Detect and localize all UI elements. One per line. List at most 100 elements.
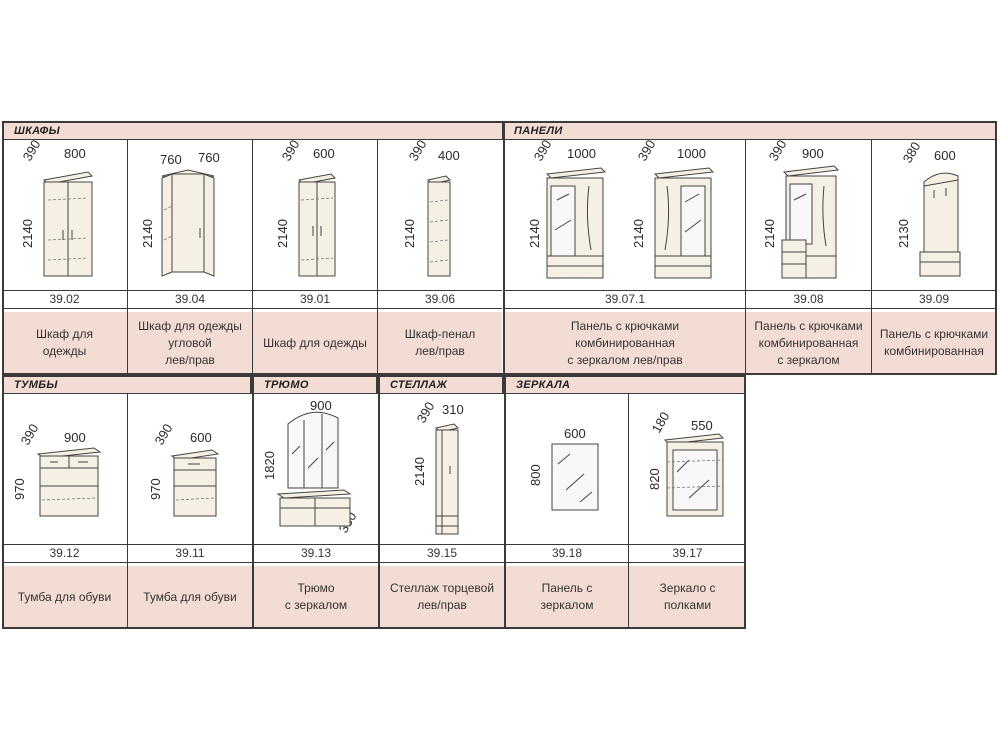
product-name: Панель с крючками комбинированная с зерк…: [505, 312, 745, 374]
dimension-height: 2140: [631, 219, 646, 248]
product-code: 39.01: [253, 290, 377, 309]
mirror-panel-drawing: 600 800: [528, 426, 599, 511]
dimension-depth: 390: [635, 140, 659, 164]
corner-wardrobe-drawing: 760 760 2140: [140, 150, 220, 277]
dimension-width: 400: [438, 148, 460, 163]
dimension-width: 800: [64, 146, 86, 161]
product-card-39-07-1: 390 1000 2140 390 1000 2140 39.07.1 Пане…: [505, 140, 745, 374]
dimension-width: 310: [442, 402, 464, 417]
product-card-39-08: 390 900 2140 39.08 Панель с крючками ком…: [746, 140, 871, 374]
product-card-39-09: 380 600 2130 39.09 Панель с крючками ком…: [872, 140, 996, 374]
product-card-39-04: 760 760 2140 39.04 Шкаф для одежды углов…: [128, 140, 252, 374]
divider: [504, 375, 506, 628]
product-card-39-18: 600 800 39.18 Панель с зеркалом: [506, 394, 628, 628]
dimension-height: 2140: [762, 219, 777, 248]
dimension-depth: 390: [152, 421, 176, 447]
product-code: 39.07.1: [505, 290, 745, 309]
product-code: 39.06: [378, 290, 502, 309]
section-header-tryumo: ТРЮМО: [252, 375, 378, 394]
product-code: 39.02: [2, 290, 127, 309]
section-header-tumby: ТУМБЫ: [2, 375, 252, 394]
dimension-height: 2140: [402, 219, 417, 248]
divider: [377, 140, 378, 374]
dimension-depth: 390: [766, 140, 790, 164]
product-name: Тумба для обуви: [2, 566, 127, 628]
dimension-depth: 390: [20, 140, 44, 164]
wardrobe-drawing: 390 800 2140: [20, 140, 94, 277]
dimension-width: 600: [934, 148, 956, 163]
product-code: 39.17: [629, 544, 746, 563]
dimension-width: 600: [313, 146, 335, 161]
product-name: Стеллаж торцевой лев/прав: [380, 566, 504, 628]
dimension-height: 820: [647, 468, 662, 490]
section-header-zerkala: ЗЕРКАЛА: [504, 375, 746, 394]
panel-with-hooks-drawing: 380 600 2130: [896, 140, 961, 277]
product-name: Панель с крючками комбинированная: [872, 312, 996, 374]
product-name: Трюмо с зеркалом: [254, 566, 378, 628]
dimension-width-right: 760: [198, 150, 220, 165]
product-code: 39.18: [506, 544, 628, 563]
section-header-paneli: ПАНЕЛИ: [502, 121, 997, 140]
product-name: Панель с зеркалом: [506, 566, 628, 628]
dimension-height: 970: [148, 478, 163, 500]
product-name: Тумба для обуви: [128, 566, 252, 628]
dimension-height: 2140: [140, 219, 155, 248]
product-code: 39.15: [380, 544, 504, 563]
dimension-width-left: 760: [160, 152, 182, 167]
dimension-width: 600: [564, 426, 586, 441]
product-card-39-17: 180 550 820 39.17 Зеркало с полками: [629, 394, 746, 628]
wardrobe-drawing: 390 600 2140: [275, 140, 337, 277]
product-code: 39.09: [872, 290, 996, 309]
product-code: 39.08: [746, 290, 871, 309]
divider: [378, 375, 380, 628]
dimension-width: 1000: [567, 146, 596, 161]
pencil-case-drawing: 390 400 2140: [402, 140, 460, 277]
panel-with-hooks-mirror-drawing: 390 900 2140: [762, 140, 840, 279]
dimension-depth: 390: [279, 140, 303, 164]
mirror-with-shelves-drawing: 180 550 820: [647, 409, 725, 517]
dimension-width: 900: [802, 146, 824, 161]
product-card-39-02: 390 800 2140 39.02 Шкаф для одежды: [2, 140, 127, 374]
product-name: Зеркало с полками: [629, 566, 746, 628]
product-code: 39.12: [2, 544, 127, 563]
dimension-width: 600: [190, 430, 212, 445]
dimension-height: 2140: [275, 219, 290, 248]
end-shelf-drawing: 390 310 2140: [412, 399, 464, 535]
dimension-width: 900: [310, 398, 332, 413]
dimension-height: 2140: [527, 219, 542, 248]
divider: [127, 140, 128, 374]
product-name: Панель с крючками комбинированная с зерк…: [746, 312, 871, 374]
divider: [252, 140, 253, 374]
product-code: 39.11: [128, 544, 252, 563]
dimension-width: 900: [64, 430, 86, 445]
product-name: Шкаф для одежды угловой лев/прав: [128, 312, 252, 374]
product-code: 39.04: [128, 290, 252, 309]
section-header-shkafy: ШКАФЫ: [2, 121, 504, 140]
divider: [252, 375, 254, 628]
dimension-height: 2130: [896, 219, 911, 248]
dimension-width: 550: [691, 418, 713, 433]
product-code: 39.13: [254, 544, 378, 563]
dimension-height: 800: [528, 464, 543, 486]
product-card-39-13: 900 1820 380 39.13 Трюмо с зеркалом: [254, 394, 378, 628]
dimension-depth: 390: [414, 399, 438, 425]
dresser-with-mirror-drawing: 900 1820 380: [262, 398, 359, 536]
divider: [127, 394, 128, 628]
divider: [871, 140, 872, 374]
product-card-39-11: 390 600 970 39.11 Тумба для обуви: [128, 394, 252, 628]
product-card-39-12: 390 900 970 39.12 Тумба для обуви: [2, 394, 127, 628]
dimension-depth: 390: [531, 140, 555, 164]
product-name: Шкаф-пенал лев/прав: [378, 312, 502, 374]
divider: [745, 140, 746, 374]
dimension-height: 2140: [412, 457, 427, 486]
product-name: Шкаф для одежды: [253, 312, 377, 374]
shoe-cabinet-drawing: 390 900 970: [12, 421, 102, 517]
product-card-39-06: 390 400 2140 39.06 Шкаф-пенал лев/прав: [378, 140, 502, 374]
divider: [503, 121, 505, 374]
dimension-depth: 390: [406, 140, 430, 164]
dimension-depth: 380: [900, 140, 924, 166]
product-card-39-01: 390 600 2140 39.01 Шкаф для одежды: [253, 140, 377, 374]
dimension-width: 1000: [677, 146, 706, 161]
shoe-cabinet-drawing: 390 600 970: [148, 421, 220, 517]
dimension-height: 1820: [262, 451, 277, 480]
